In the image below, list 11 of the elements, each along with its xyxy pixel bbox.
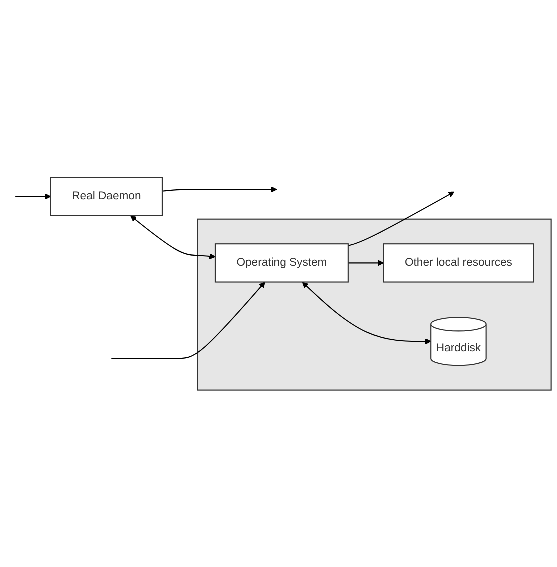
arrow bbox=[162, 186, 278, 192]
arrow bbox=[16, 193, 52, 200]
process-box: Operating System bbox=[214, 243, 349, 282]
arrow bbox=[348, 191, 455, 246]
database-cylinder: Harddisk bbox=[430, 316, 487, 366]
process-box: Other local resources bbox=[383, 243, 534, 282]
process-box: Real Daemon bbox=[50, 176, 163, 216]
arrow bbox=[302, 282, 432, 344]
arrow bbox=[130, 215, 216, 260]
arrow bbox=[348, 260, 384, 266]
arrow bbox=[112, 282, 266, 359]
